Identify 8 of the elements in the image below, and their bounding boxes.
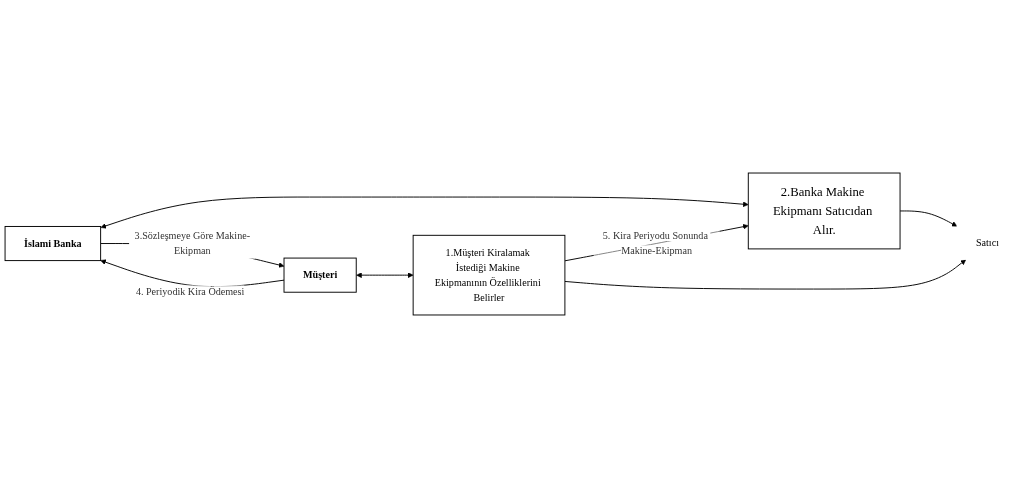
node-box: Müşteri	[283, 257, 357, 293]
edge-label: 5. Kira Periyodu Sonunda Makine-Ekipman	[602, 230, 708, 257]
node-box: 2.Banka Makine Ekipmanı Satıcıdan Alır.	[747, 172, 901, 250]
node-box: İslami Banka	[4, 225, 102, 262]
edge-label: 4. Periyodik Kira Ödemesi	[135, 286, 245, 298]
node-text: Satıcı	[975, 236, 999, 248]
edge-label: 3.Sözleşmeye Göre Makine-Ekipman	[134, 230, 251, 257]
node-box: 1.Müşteri Kiralamak İstediği Makine Ekipmanının Özelliklerini Belirler	[412, 234, 566, 316]
